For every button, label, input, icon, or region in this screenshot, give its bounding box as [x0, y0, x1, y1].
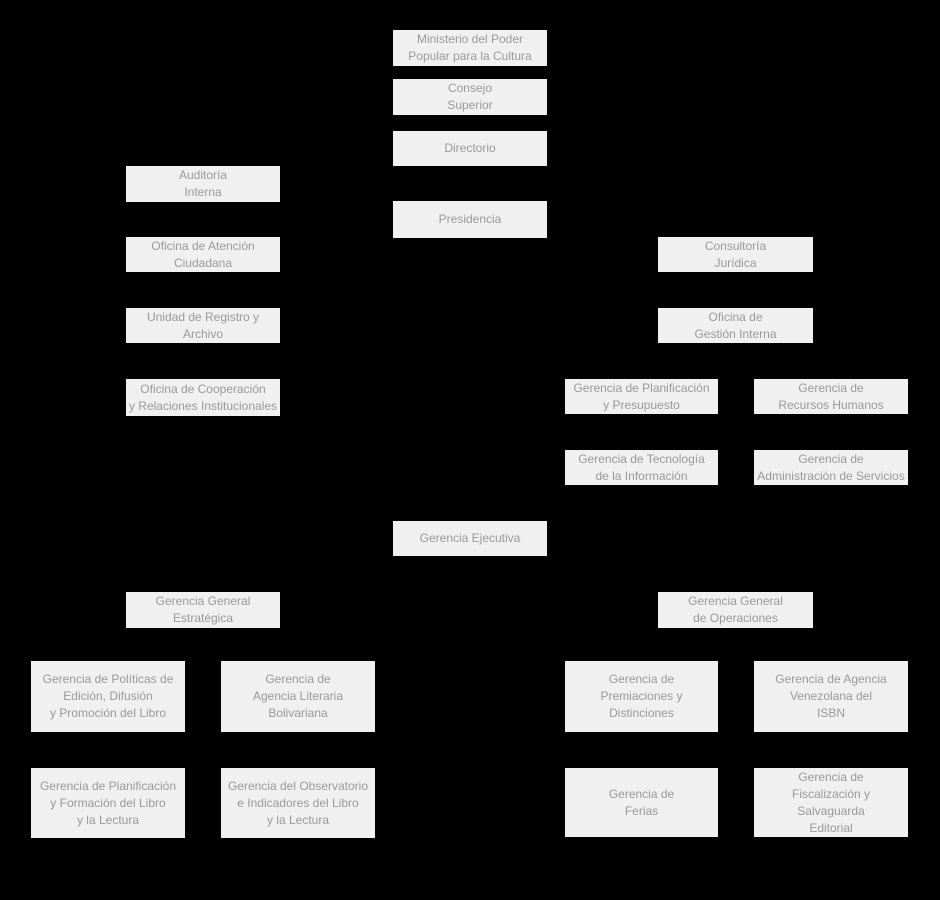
org-node-auditoria-interna: Auditoría Interna	[126, 166, 280, 202]
org-node-gerencia-tecnologia-informacion: Gerencia de Tecnología de la Información	[565, 450, 718, 485]
org-node-gerencia-planificacion-formacion: Gerencia de Planificación y Formación de…	[31, 768, 185, 838]
org-node-gerencia-recursos-humanos: Gerencia de Recursos Humanos	[754, 379, 908, 414]
org-node-gerencia-general-estrategica: Gerencia General Estratégica	[126, 592, 280, 628]
org-node-gerencia-ejecutiva: Gerencia Ejecutiva	[393, 521, 547, 556]
org-node-oficina-gestion-interna: Oficina de Gestión Interna	[658, 308, 813, 343]
org-node-presidencia: Presidencia	[393, 201, 547, 238]
org-node-gerencia-premiaciones: Gerencia de Premiaciones y Distinciones	[565, 661, 718, 732]
org-node-gerencia-politicas-edicion: Gerencia de Políticas de Edición, Difusi…	[31, 661, 185, 732]
org-node-gerencia-general-operaciones: Gerencia General de Operaciones	[658, 592, 813, 628]
org-node-gerencia-agencia-isbn: Gerencia de Agencia Venezolana del ISBN	[754, 661, 908, 732]
org-node-gerencia-administracion-servicios: Gerencia de Administración de Servicios	[754, 450, 908, 485]
org-node-consejo-superior: Consejo Superior	[393, 79, 547, 115]
org-node-gerencia-ferias: Gerencia de Ferias	[565, 768, 718, 837]
org-node-directorio: Directorio	[393, 131, 547, 166]
org-node-gerencia-observatorio: Gerencia del Observatorio e Indicadores …	[221, 768, 375, 838]
org-node-oficina-cooperacion: Oficina de Cooperación y Relaciones Inst…	[126, 379, 280, 416]
org-node-oficina-atencion-ciudadana: Oficina de Atención Ciudadana	[126, 237, 280, 272]
org-node-unidad-registro-archivo: Unidad de Registro y Archivo	[126, 308, 280, 343]
org-node-gerencia-agencia-literaria: Gerencia de Agencia Literaria Bolivarian…	[221, 661, 375, 732]
org-node-gerencia-fiscalizacion: Gerencia de Fiscalización y Salvaguarda …	[754, 768, 908, 837]
org-node-gerencia-planificacion-presupuesto: Gerencia de Planificación y Presupuesto	[565, 379, 718, 414]
org-node-consultoria-juridica: Consultoría Jurídica	[658, 237, 813, 272]
org-node-ministerio-cultura: Ministerio del Poder Popular para la Cul…	[393, 30, 547, 66]
